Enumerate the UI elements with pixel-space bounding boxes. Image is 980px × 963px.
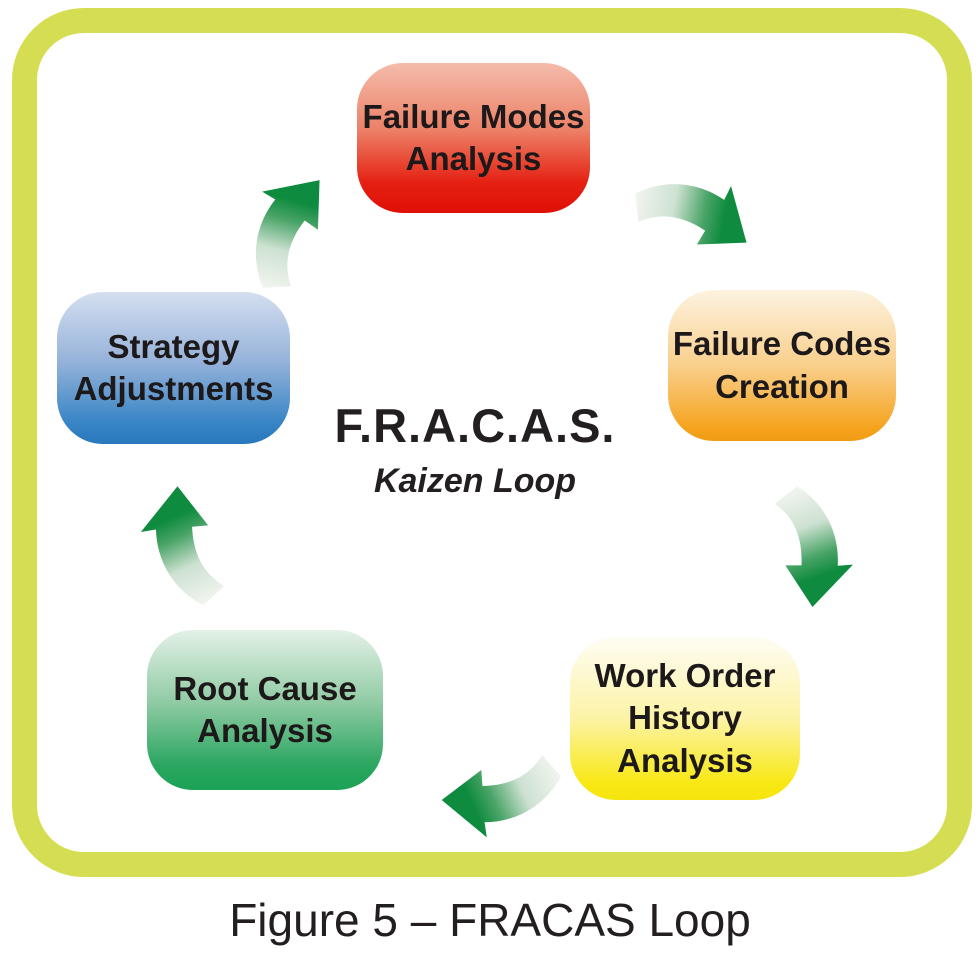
arrow-failure-codes-to-work-order-icon [757, 479, 867, 620]
node-strategy-adjustments: Strategy Adjustments [57, 292, 290, 444]
node-label: Work Order History Analysis [594, 657, 776, 779]
node-work-order-history-analysis: Work Order History Analysis [570, 637, 800, 800]
node-label: Failure Modes Analysis [362, 97, 585, 177]
node-label: Failure Codes Creation [672, 325, 892, 405]
node-label: Strategy Adjustments [73, 327, 274, 407]
loop-subtitle: Kaizen Loop [373, 462, 577, 500]
node-root-cause-analysis: Root Cause Analysis [147, 630, 383, 790]
arrow-work-order-to-root-cause-icon [432, 745, 567, 847]
arrow-root-cause-to-strategy-icon [133, 477, 232, 610]
node-failure-codes-creation: Failure Codes Creation [668, 290, 896, 441]
node-label: Root Cause Analysis [173, 669, 357, 749]
node-failure-modes-analysis: Failure Modes Analysis [357, 63, 590, 213]
loop-title: F.R.A.C.A.S. [334, 399, 616, 452]
figure-caption: Figure 5 – FRACAS Loop [229, 894, 751, 946]
diagram-frame [12, 8, 972, 877]
loop-center-text: F.R.A.C.A.S. Kaizen Loop [320, 398, 630, 501]
